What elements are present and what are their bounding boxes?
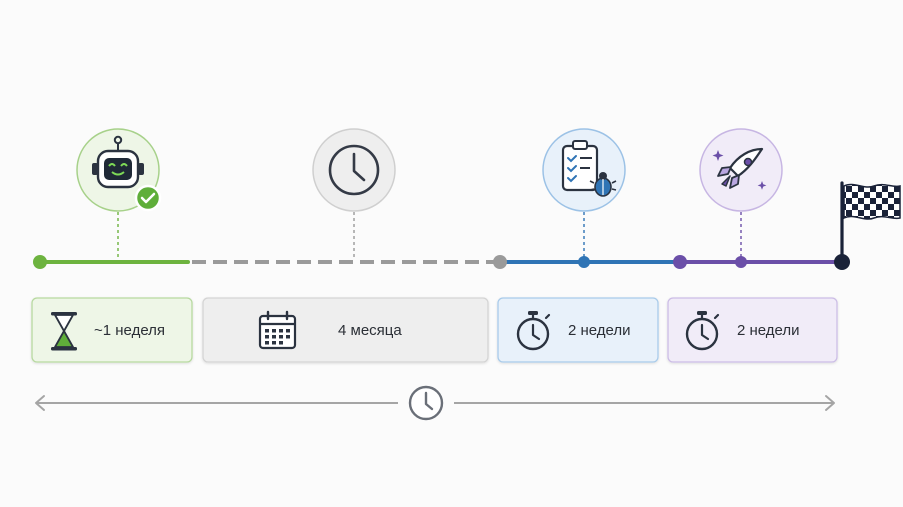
duration-label-wait: 4 месяца	[338, 322, 402, 339]
clock-icon	[408, 385, 444, 421]
clipboard-bug-icon	[561, 140, 617, 197]
node-test	[578, 256, 590, 268]
milestone-test	[542, 128, 626, 258]
duration-box-test	[497, 297, 659, 363]
duration-label-test: 2 недели	[568, 322, 631, 339]
duration-label-bot: ~1 неделя	[94, 322, 166, 339]
total-duration-axis	[35, 385, 835, 421]
arrow-left-icon	[35, 395, 45, 411]
node-launch-start	[673, 255, 687, 269]
milestone-launch	[699, 128, 783, 258]
hourglass-icon	[51, 312, 77, 351]
timeline-track	[33, 254, 850, 270]
node-start	[33, 255, 47, 269]
duration-label-launch: 2 недели	[737, 322, 800, 339]
stopwatch-icon	[685, 311, 720, 351]
robot-check-icon	[92, 135, 162, 212]
stopwatch-icon	[516, 311, 551, 351]
node-launch	[735, 256, 747, 268]
milestone-wait	[312, 128, 396, 258]
milestone-bot	[76, 128, 162, 258]
arrow-right-icon	[825, 395, 835, 411]
rocket-icon	[712, 147, 767, 190]
calendar-icon	[258, 310, 297, 350]
clock-icon	[328, 144, 380, 196]
checkered-flag-icon	[840, 181, 901, 260]
duration-box-launch	[667, 297, 838, 363]
node-wait-end	[493, 255, 507, 269]
duration-box-wait	[202, 297, 489, 363]
duration-box-bot	[31, 297, 193, 363]
node-finish	[834, 254, 850, 270]
